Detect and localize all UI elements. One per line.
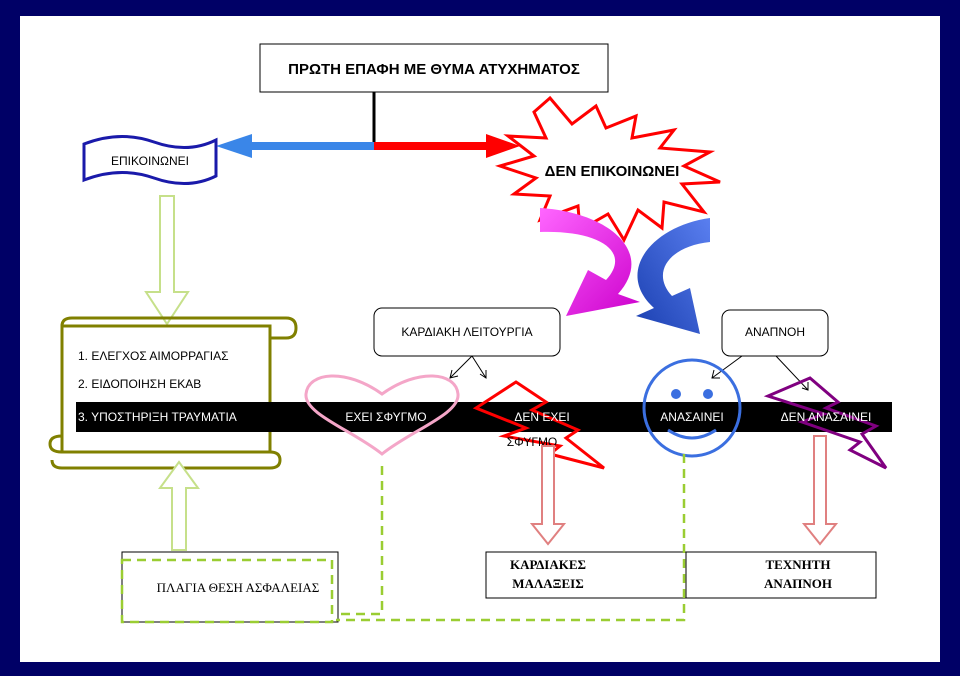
heart-shape <box>304 374 460 456</box>
first-contact-label: ΠΡΩΤΗ ΕΠΑΦΗ ΜΕ ΘΥΜΑ ΑΤΥΧΗΜΑΤΟΣ <box>288 61 580 78</box>
blue-curved-arrow <box>636 218 710 334</box>
recovery-position-box <box>121 551 339 623</box>
magenta-curved-arrow <box>540 208 640 316</box>
arrow-recovery-to-scroll <box>158 460 200 551</box>
arrow-to-cardiac-massage <box>529 445 567 546</box>
breathing-box <box>721 309 829 357</box>
no-pulse-label-line1: ΔΕΝ ΕΧΕΙ <box>514 410 569 424</box>
has-pulse-label: ΕΧΕΙ ΣΦΥΓΜΟ <box>345 410 426 424</box>
scroll-item-2: 2. ΕΙΔΟΠΟΙΗΣΗ ΕΚΑΒ <box>78 377 201 391</box>
cardiac-massage-line2: ΜΑΛΑΞΕΙΣ <box>512 576 583 591</box>
diagram-panel: ΠΡΩΤΗ ΕΠΑΦΗ ΜΕ ΘΥΜΑ ΑΤΥΧΗΜΑΤΟΣ ΕΠΙΚΟΙΝΩΝ… <box>20 16 940 662</box>
scroll-item-1: 1. ΕΛΕΓΧΟΣ ΑΙΜΟΡΡΑΓΙΑΣ <box>78 349 229 363</box>
cardiac-function-label: ΚΑΡΔΙΑΚΗ ΛΕΙΤΟΥΡΓΙΑ <box>401 325 532 339</box>
no-pulse-lightning <box>472 380 605 470</box>
communicates-label: ΕΠΙΚΟΙΝΩΝΕΙ <box>111 154 189 168</box>
communicates-banner <box>82 134 218 186</box>
arrow-to-artificial-respiration <box>801 435 839 546</box>
actions-scroll <box>48 316 298 470</box>
cardiac-branch-arrows <box>449 355 487 379</box>
cardiac-massage-line1: ΚΑΡΔΙΑΚΕΣ <box>510 557 586 572</box>
not-breathes-lightning <box>763 376 888 470</box>
smiley-face-icon <box>642 358 742 458</box>
status-bar <box>76 402 892 432</box>
dashed-feedback-path <box>120 454 686 624</box>
breathing-label: ΑΝΑΠΝΟΗ <box>745 325 805 339</box>
arrow-to-not-communicates <box>374 134 520 158</box>
not-breathes-label: ΔΕΝ ΑΝΑΣΑΙΝΕΙ <box>781 410 872 424</box>
artificial-respiration-box <box>685 551 877 599</box>
cardiac-function-box <box>373 307 561 357</box>
first-contact-box <box>259 43 609 93</box>
recovery-position-label: ΠΛΑΓΙΑ ΘΕΣΗ ΑΣΦΑΛΕΙΑΣ <box>157 580 320 595</box>
flowchart-canvas: ΠΡΩΤΗ ΕΠΑΦΗ ΜΕ ΘΥΜΑ ΑΤΥΧΗΜΑΤΟΣ ΕΠΙΚΟΙΝΩΝ… <box>48 43 892 624</box>
not-communicates-burst <box>494 95 721 244</box>
scroll-item-3: 3. ΥΠΟΣΤΗΡΙΞΗ ΤΡΑΥΜΑΤΙΑ <box>78 410 237 424</box>
cardiac-massage-box <box>485 551 687 599</box>
arrow-to-scroll <box>144 195 190 326</box>
breathing-branch-arrows <box>711 355 809 391</box>
not-communicates-label: ΔΕΝ ΕΠΙΚΟΙΝΩΝΕΙ <box>545 163 680 180</box>
breathes-label: ΑΝΑΣΑΙΝΕΙ <box>660 410 723 424</box>
artificial-respiration-line1: ΤΕΧΝΗΤΗ <box>765 557 830 572</box>
artificial-respiration-line2: ΑΝΑΠΝΟΗ <box>764 576 832 591</box>
arrow-to-communicates <box>216 134 374 158</box>
